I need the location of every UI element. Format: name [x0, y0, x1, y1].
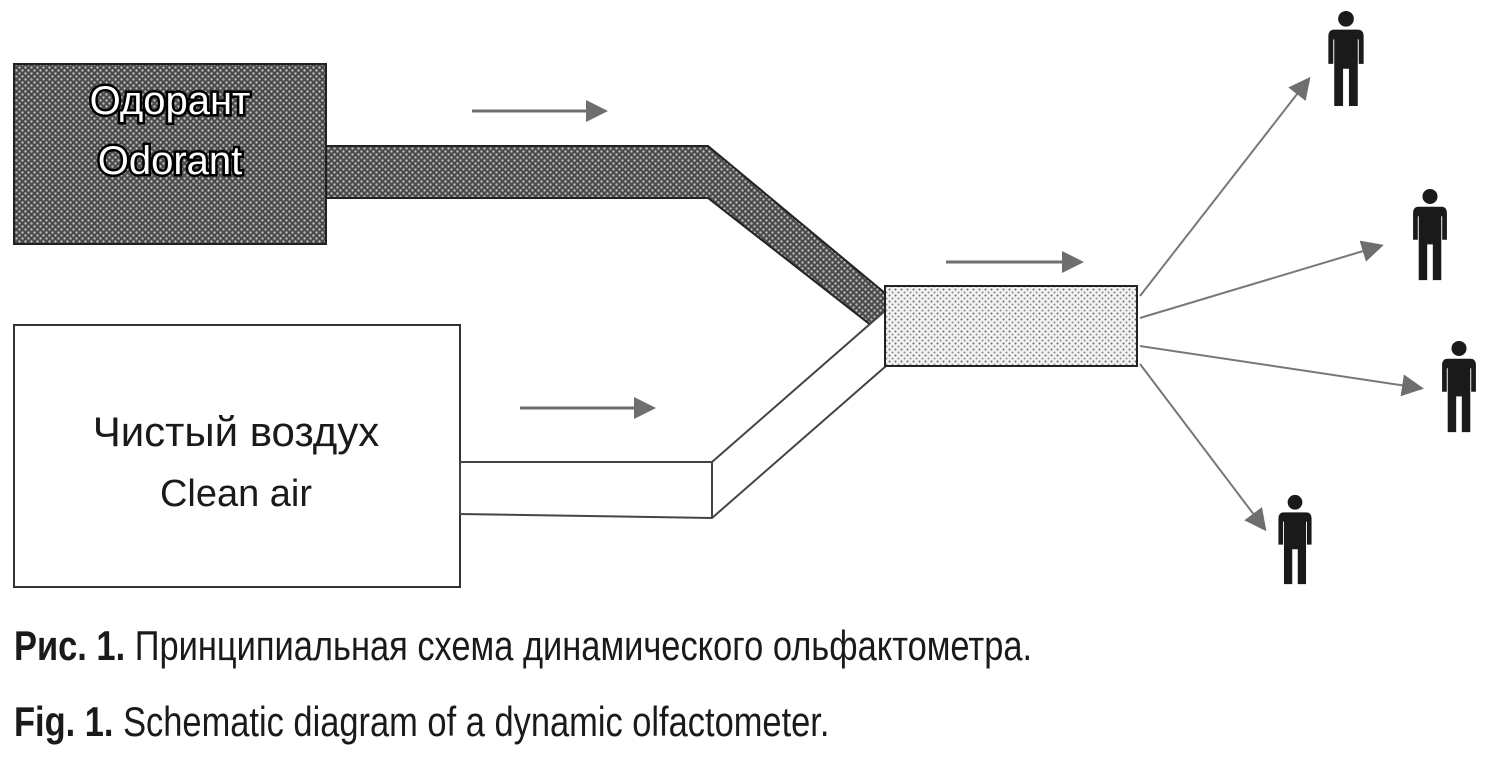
- clean-air-source-box: Чистый воздух Clean air: [13, 324, 461, 588]
- clean-air-label-en: Clean air: [160, 473, 312, 515]
- clean-air-tube: [459, 307, 887, 520]
- caption-ru-text: Принципиальная схема динамического ольфа…: [134, 622, 1033, 669]
- distribution-arrow-icon: [1139, 240, 1384, 319]
- distribution-arrow-icon: [1139, 345, 1424, 397]
- odorant-label-en: Odorant: [98, 139, 243, 183]
- person-icon: [1413, 188, 1447, 281]
- clean-air-label-ru: Чистый воздух: [93, 408, 380, 455]
- odorant-label-ru: Одорант: [90, 79, 251, 123]
- odorant-tube: [325, 145, 887, 327]
- figure-caption-en: Fig. 1. Schematic diagram of a dynamic o…: [14, 698, 829, 746]
- caption-en-prefix: Fig. 1.: [14, 698, 114, 745]
- odorant-source-box: Одорант Odorant: [13, 63, 327, 245]
- mixing-chamber: [884, 285, 1138, 367]
- caption-en-text: Schematic diagram of a dynamic olfactome…: [123, 698, 830, 745]
- olfactometer-diagram: Одорант Odorant Чистый воздух Clean air: [13, 10, 1476, 588]
- person-icon: [1328, 10, 1364, 107]
- person-icon: [1442, 340, 1476, 433]
- caption-ru-prefix: Рис. 1.: [14, 622, 126, 669]
- person-icon: [1278, 494, 1312, 585]
- distribution-arrow-icon: [1139, 363, 1267, 532]
- distribution-arrow-icon: [1139, 76, 1311, 297]
- figure-caption-ru: Рис. 1. Принципиальная схема динамическо…: [14, 622, 1032, 670]
